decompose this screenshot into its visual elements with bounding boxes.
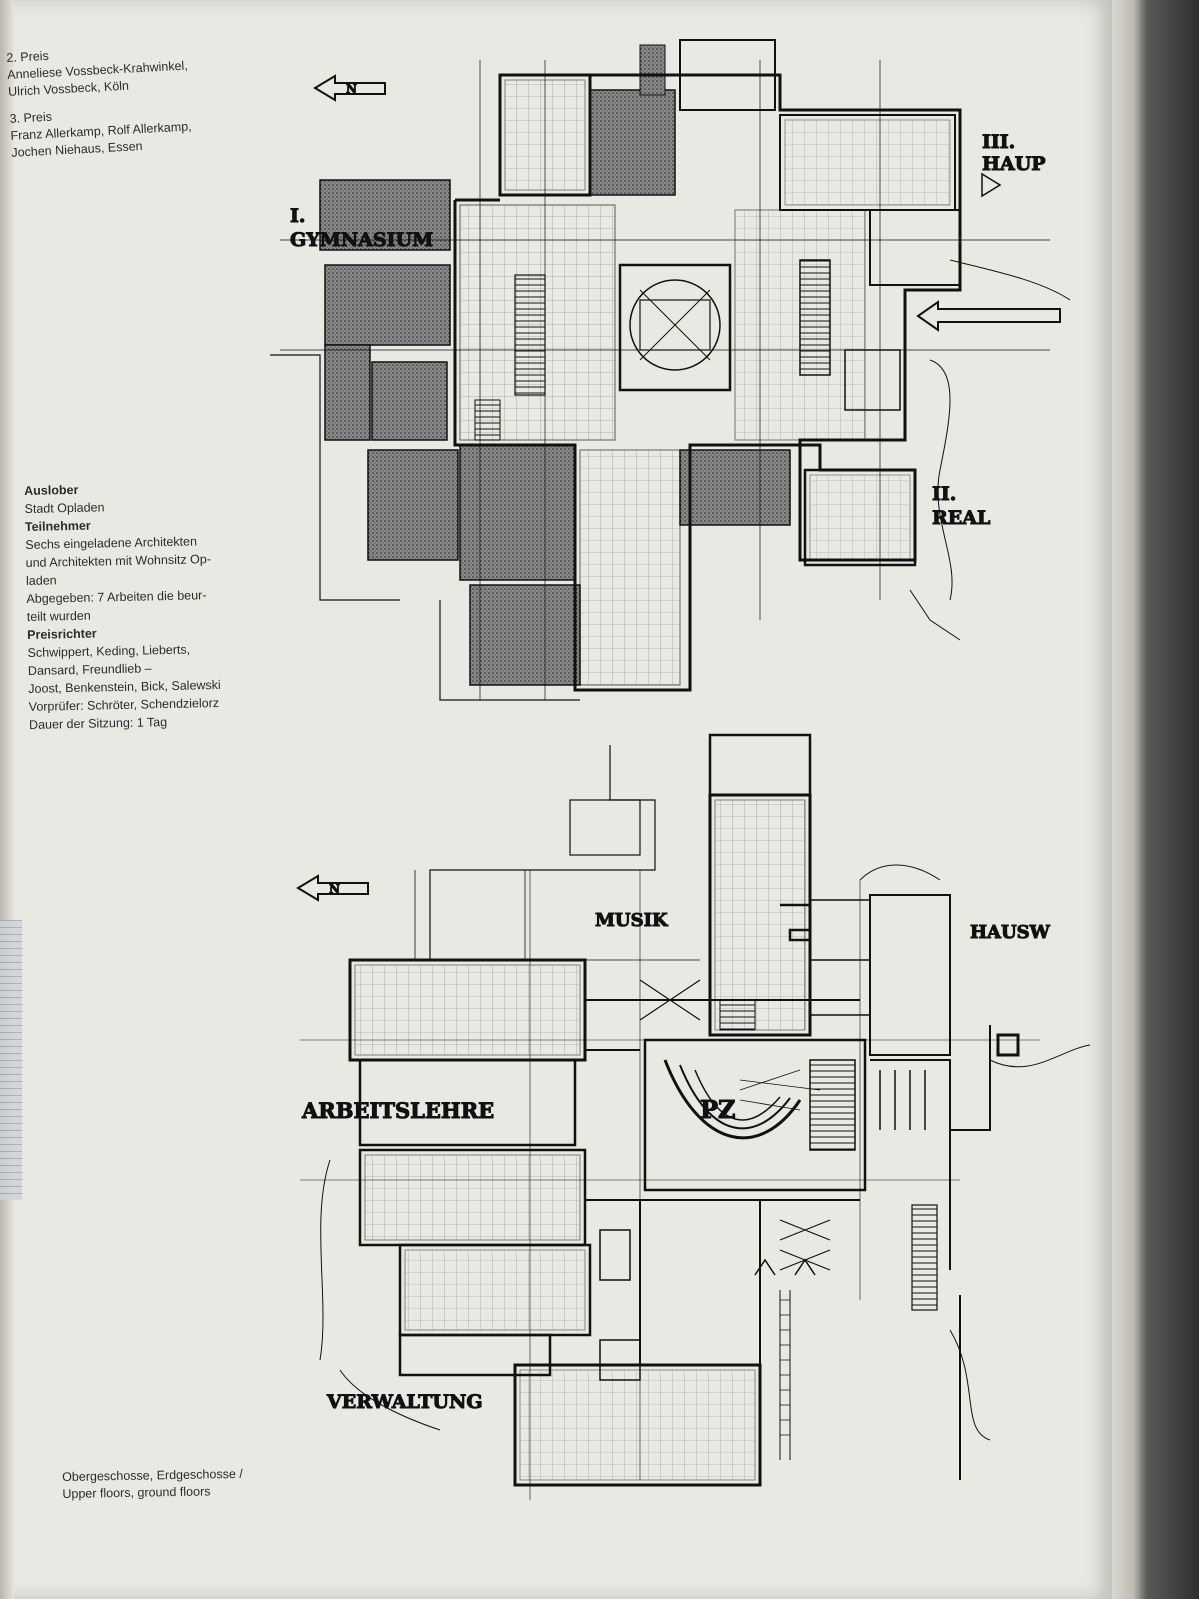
- pz-label: PZ: [700, 1095, 736, 1124]
- north-label-lower: N: [329, 882, 340, 896]
- real-number: II.: [932, 483, 956, 505]
- musik-label: MUSIK: [595, 910, 669, 931]
- north-arrow-lower: N: [296, 874, 369, 902]
- real-label: REAL: [932, 507, 990, 529]
- haupt-number: III.: [982, 131, 1015, 153]
- adjacent-page-sliver: [0, 920, 22, 1200]
- north-label-upper: N: [346, 82, 357, 96]
- arbeitslehre-label: ARBEITSLEHRE: [301, 1098, 494, 1123]
- haupt-label: HAUP: [982, 153, 1046, 175]
- hausw-label: HAUSW: [970, 922, 1051, 943]
- gymnasium-label: GYMNASIUM: [290, 229, 433, 251]
- gymnasium-number: I.: [290, 205, 306, 227]
- page-edge-stack: [1112, 0, 1199, 1599]
- lower-floor-plan: N: [296, 733, 1091, 1500]
- north-arrow-upper: N: [313, 74, 386, 102]
- verwaltung-label: VERWALTUNG: [326, 1391, 483, 1413]
- figure-caption: Obergeschosse, Erdgeschosse / Upper floo…: [62, 1465, 283, 1503]
- upper-floor-plan: N: [270, 39, 1071, 701]
- floor-plans: N: [270, 39, 1091, 1500]
